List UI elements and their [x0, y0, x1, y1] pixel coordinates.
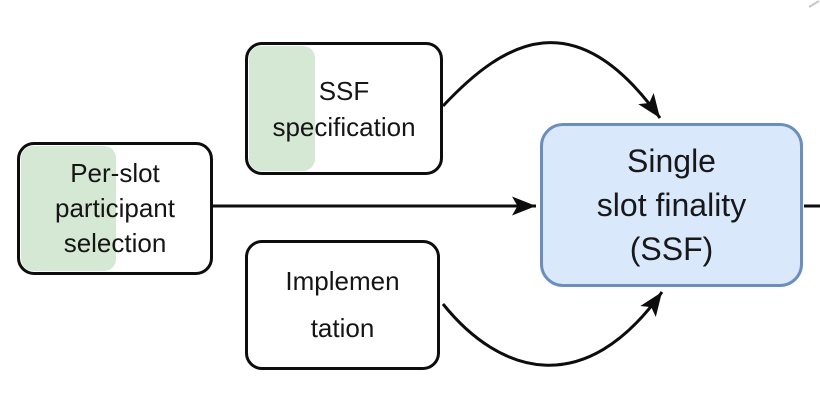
node-label-line: specification: [272, 111, 416, 142]
node-ssf-specification: SSF specification: [245, 42, 443, 175]
node-label: Implemen tation: [285, 258, 399, 352]
node-label-line: Single: [627, 143, 716, 179]
node-label: Single slot finality (SSF): [597, 139, 746, 271]
node-label-line: Implemen: [285, 266, 400, 296]
node-label-line: selection: [63, 228, 167, 258]
cropped-corner-fragment: [808, 0, 820, 8]
node-label: SSF specification: [272, 73, 415, 145]
node-label-line: (SSF): [629, 231, 714, 267]
node-implementation: Implemen tation: [245, 240, 440, 370]
node-label: Per-slot participant selection: [55, 156, 175, 261]
edge-implementation-to-ssf-arrow: [441, 291, 664, 367]
node-label-line: Per-slot: [70, 158, 160, 188]
node-label-line: tation: [310, 313, 375, 343]
node-label-line: SSF: [318, 75, 370, 106]
node-label-line: participant: [55, 193, 175, 223]
node-per-slot-participant-selection: Per-slot participant selection: [17, 142, 213, 275]
node-single-slot-finality: Single slot finality (SSF): [540, 123, 803, 287]
edge-ssf-spec-to-ssf-arrow: [441, 41, 662, 119]
green-progress-fill: [21, 146, 116, 271]
node-label-line: slot finality: [596, 187, 747, 223]
green-progress-fill: [249, 46, 315, 171]
